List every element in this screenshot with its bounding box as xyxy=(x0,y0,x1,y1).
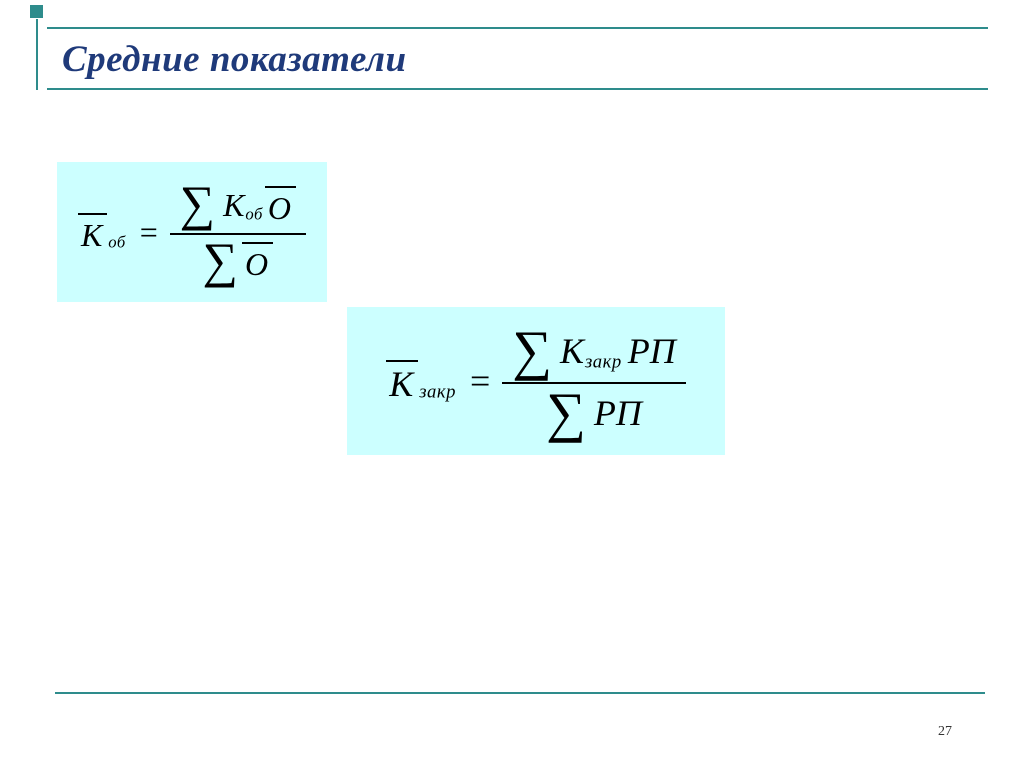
slide-title: Средние показатели xyxy=(62,39,407,80)
fraction: ∑ К закр РП ∑ РП xyxy=(502,319,686,444)
k-symbol: К xyxy=(560,330,584,371)
sigma-icon: ∑ xyxy=(512,319,553,382)
k-bar-symbol: К xyxy=(386,360,419,402)
denominator: ∑ О xyxy=(202,233,274,288)
bottom-border-line xyxy=(55,692,985,694)
denominator: ∑ РП xyxy=(546,382,642,444)
k-subscript: об xyxy=(245,204,263,224)
left-border-line xyxy=(36,19,38,90)
o-bar-symbol: О xyxy=(264,185,296,224)
k-subscript: об xyxy=(108,231,126,251)
fraction: ∑ К об О ∑ О xyxy=(169,176,306,288)
title-underline xyxy=(47,88,988,90)
equals-sign: = xyxy=(139,214,158,250)
sigma-icon: ∑ xyxy=(179,176,216,232)
sigma-icon: ∑ xyxy=(546,382,586,444)
corner-square-bullet xyxy=(30,5,43,18)
top-border-line xyxy=(47,27,988,29)
sigma-icon: ∑ xyxy=(202,233,238,288)
rp-symbol: РП xyxy=(593,393,642,434)
k-bar-symbol: К xyxy=(78,213,108,251)
k-symbol: К xyxy=(223,186,245,223)
numerator: ∑ К закр РП xyxy=(502,319,686,384)
k-subscript: закр xyxy=(419,381,456,403)
page-number: 27 xyxy=(938,724,952,739)
rp-symbol: РП xyxy=(627,330,676,371)
k-subscript: закр xyxy=(584,351,622,373)
equals-sign: = xyxy=(469,361,491,401)
o-bar-symbol: О xyxy=(242,242,274,280)
numerator: ∑ К об О xyxy=(169,176,306,235)
